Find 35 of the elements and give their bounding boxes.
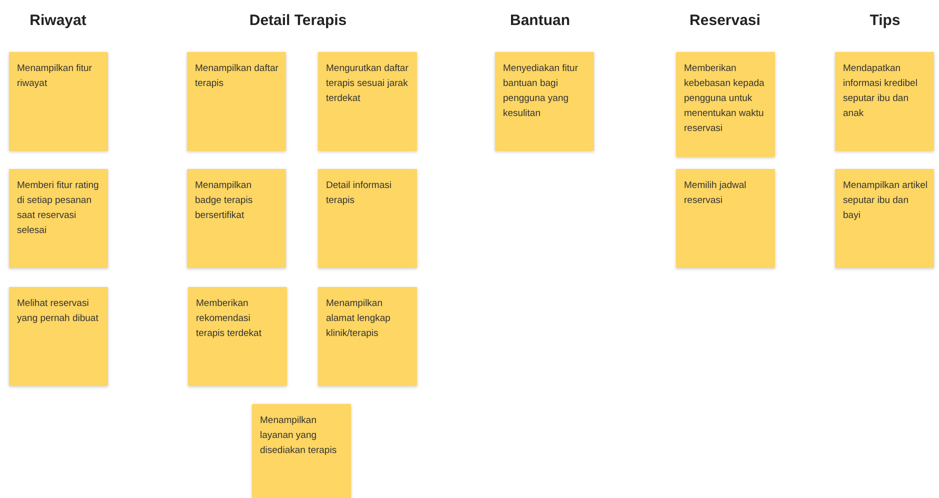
note-text: Menampilkan alamat lengkap klinik/terapis <box>326 297 392 341</box>
sticky-note <box>9 169 108 268</box>
note-text: Melihat reservasi yang pernah dibuat <box>17 297 100 326</box>
sticky-note <box>835 169 934 268</box>
sticky-note <box>252 404 351 498</box>
sticky-note <box>9 287 108 386</box>
sticky-note <box>187 52 286 151</box>
note-text: Menyediakan fitur bantuan bagi pengguna yang kesulitan <box>503 62 579 121</box>
column-heading: Tips <box>870 12 900 29</box>
note-text: Memberikan kebebasan kepada pengguna untuk menentukan waktu reservasi <box>684 62 766 136</box>
sticky-note <box>187 169 286 268</box>
sticky-note <box>9 52 108 151</box>
column-heading: Detail Terapis <box>249 12 347 29</box>
note-text: Memberi fitur rating di setiap pesanan saat reservasi selesai <box>17 179 100 238</box>
note-text: Memilih jadwal reservasi <box>684 179 748 208</box>
note-text: Detail informasi terapis <box>326 179 392 208</box>
sticky-note <box>495 52 594 151</box>
sticky-note <box>676 169 775 268</box>
note-text: Memberikan rekomendasi terapis terdekat <box>196 297 262 341</box>
note-text: Mengurutkan daftar terapis sesuai jarak terdekat <box>326 62 410 106</box>
note-text: Menampilkan badge terapis bersertifikat <box>195 179 254 223</box>
sticky-note <box>318 169 417 268</box>
sticky-note <box>318 287 417 386</box>
column-heading: Riwayat <box>30 12 86 29</box>
note-text: Menampilkan artikel seputar ibu dan bayi <box>843 179 928 223</box>
column-heading: Bantuan <box>510 12 570 29</box>
sticky-note <box>318 52 417 151</box>
sticky-note <box>188 287 287 386</box>
sticky-note <box>676 52 775 157</box>
note-text: Menampilkan fitur riwayat <box>17 62 93 91</box>
sticky-note <box>835 52 934 151</box>
column-heading: Reservasi <box>690 12 760 29</box>
note-text: Mendapatkan informasi kredibel seputar ibu dan anak <box>843 62 918 121</box>
note-text: Menampilkan daftar terapis <box>195 62 280 91</box>
note-text: Menampilkan layanan yang disediakan terapis <box>260 414 338 458</box>
